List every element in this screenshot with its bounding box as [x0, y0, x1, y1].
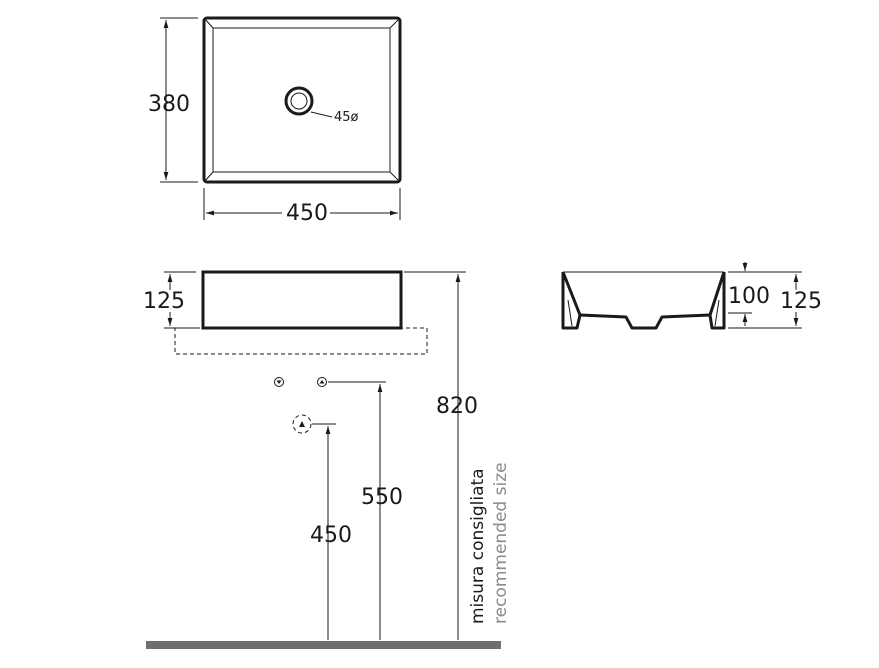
recommended-size-it: misura consigliata [468, 468, 488, 624]
countertop-outline [174, 327, 428, 355]
valve-height-label: 550 [361, 485, 403, 510]
hot-valve-icon [274, 377, 284, 387]
floor-line [146, 641, 501, 649]
mount-height-label: 820 [436, 394, 478, 419]
basin-outline-inner [212, 27, 391, 173]
drain-diameter-label: 45ø [334, 110, 359, 125]
cold-valve-icon [317, 377, 327, 387]
top-view: 45ø 380 450 [148, 16, 402, 226]
waste-trap-icon [292, 414, 312, 434]
basin-section-outline [561, 272, 726, 330]
side-height-label: 125 [780, 289, 822, 314]
basin-outline-outer [202, 16, 402, 184]
trap-height-label: 450 [310, 523, 352, 548]
front-view: 125 820 550 450 misura consigliata recom… [143, 270, 511, 649]
drain-icon [284, 86, 314, 116]
side-inner-depth-label: 100 [728, 284, 770, 309]
side-view: 100 125 [561, 262, 822, 330]
basin-front-outline [201, 270, 403, 330]
width-dimension-label: 450 [286, 201, 328, 226]
front-height-label: 125 [143, 289, 185, 314]
depth-dimension-label: 380 [148, 92, 190, 117]
recommended-size-en: recommended size [491, 462, 511, 624]
